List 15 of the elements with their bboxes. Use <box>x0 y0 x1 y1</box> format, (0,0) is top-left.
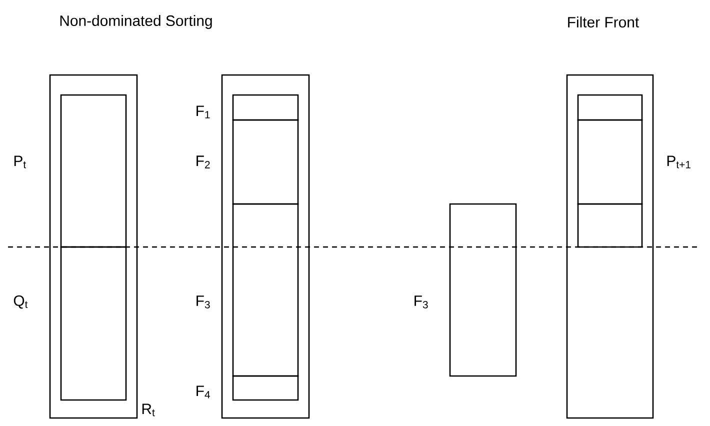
box-label: P$_{t}$ <box>14 156 26 168</box>
box <box>577 94 643 121</box>
box-label: Q$_{t}$ <box>14 295 28 309</box>
box-label: F$_{3}$ <box>414 296 428 308</box>
box <box>577 203 643 248</box>
box-label: P$_{t+1}$ <box>667 156 690 168</box>
box <box>221 74 310 419</box>
box-label: F$_{4}$ <box>196 386 210 398</box>
heading: Filter Front <box>568 16 639 28</box>
box-label: F$_{3}$ <box>196 296 210 308</box>
box <box>577 119 643 205</box>
box-label: R$_{t}$ <box>142 404 155 416</box>
box-label: F$_{1}$ <box>196 106 210 118</box>
box-label: F$_{2}$ <box>196 156 210 168</box>
heading: Non-dominated Sorting <box>60 15 212 29</box>
